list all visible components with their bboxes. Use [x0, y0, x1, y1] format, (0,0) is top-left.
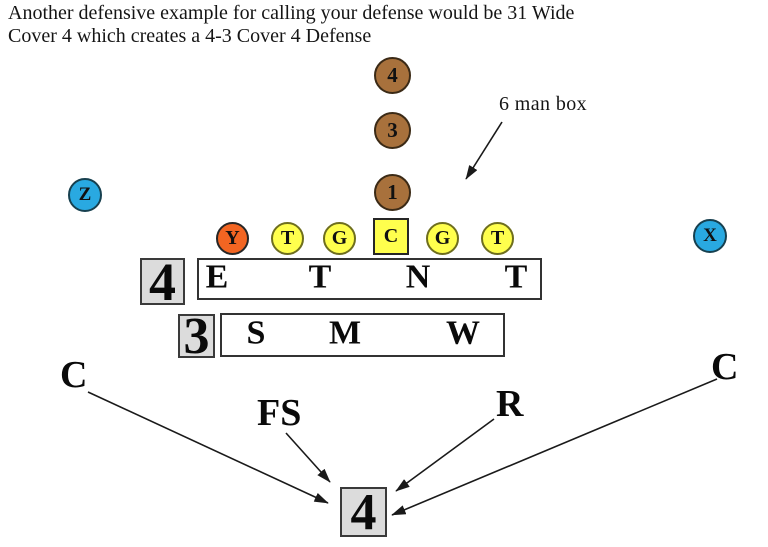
- oline-label: G: [331, 227, 348, 249]
- six-man-box-label: 6 man box: [499, 93, 588, 115]
- dline-player-tackle-left: T: [308, 258, 332, 296]
- oline-label: G: [434, 227, 451, 249]
- oline-label: T: [490, 227, 505, 249]
- corner-right-arrow: [391, 378, 718, 516]
- six-man-box-arrow: [465, 121, 503, 180]
- backfield-player-3: 3: [374, 112, 411, 149]
- title-line1: Another defensive example for calling yo…: [8, 2, 575, 24]
- free-safety-label: FS: [257, 392, 302, 434]
- backfield-player-label: 3: [387, 118, 398, 142]
- receiver-z: Z: [68, 178, 102, 212]
- receiver-label: X: [703, 225, 717, 246]
- oline-tackle-left: T: [271, 222, 304, 255]
- oline-center: C: [373, 218, 409, 255]
- dline-player-nose: N: [405, 258, 431, 296]
- linebacker-box: S M W: [220, 313, 505, 357]
- corner-right-label: C: [711, 346, 739, 388]
- oline-guard-left: G: [323, 222, 356, 255]
- backfield-player-label: 1: [387, 180, 398, 204]
- free-safety-arrow: [285, 432, 331, 483]
- backfield-player-4: 4: [374, 57, 411, 94]
- backfield-player-1: 1: [374, 174, 411, 211]
- lb-player-will: W: [446, 314, 480, 352]
- receiver-x: X: [693, 219, 727, 253]
- oline-tackle-right: T: [481, 222, 514, 255]
- linebacker-count-box: 3: [178, 308, 215, 365]
- oline-tight-end-y: Y: [216, 222, 249, 255]
- linebacker-count: 3: [183, 307, 210, 365]
- dline-player-tackle-right: T: [504, 258, 528, 296]
- backfield-player-label: 4: [387, 63, 398, 87]
- deep-count: 4: [350, 483, 377, 541]
- dline-box: E T N T: [197, 258, 542, 300]
- oline-label: Y: [225, 227, 240, 249]
- lb-player-sam: S: [246, 314, 266, 352]
- dline-player-end: E: [205, 258, 229, 296]
- receiver-label: Z: [78, 184, 92, 205]
- rover-label: R: [496, 383, 524, 425]
- lb-player-mike: M: [328, 314, 362, 352]
- dline-count-box: 4: [140, 252, 185, 312]
- oline-label: T: [280, 227, 295, 249]
- corner-left-label: C: [60, 354, 88, 396]
- oline-guard-right: G: [426, 222, 459, 255]
- dline-count: 4: [149, 251, 176, 312]
- oline-label: C: [383, 225, 399, 247]
- deep-count-box: 4: [340, 484, 387, 541]
- page-title: Another defensive example for calling yo…: [8, 2, 574, 48]
- rover-arrow: [395, 418, 495, 492]
- title-line2: Cover 4 which creates a 4-3 Cover 4 Defe…: [8, 25, 372, 47]
